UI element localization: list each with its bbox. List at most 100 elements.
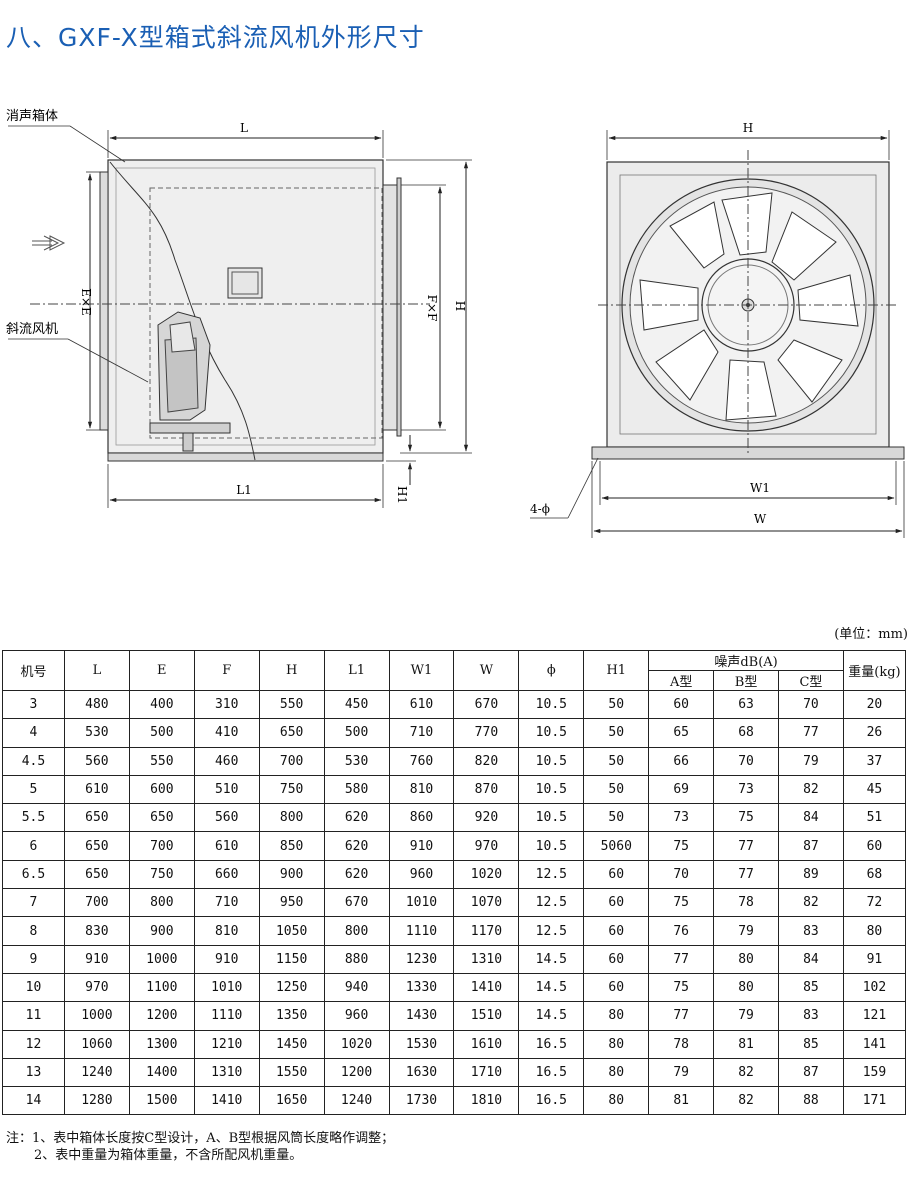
table-cell: 1510 bbox=[453, 1001, 520, 1031]
table-cell: 1350 bbox=[258, 1001, 325, 1031]
table-cell: 1000 bbox=[128, 944, 195, 974]
table-cell: 81 bbox=[648, 1086, 715, 1116]
table-cell: 1020 bbox=[453, 859, 520, 890]
table-cell: 4 bbox=[2, 718, 65, 748]
table-cell: 12.5 bbox=[518, 916, 585, 946]
note-1: 注：1、表中箱体长度按C型设计，A、B型根据风筒长度略作调整； bbox=[6, 1131, 395, 1146]
table-cell: 85 bbox=[778, 972, 844, 1003]
table-cell: 1110 bbox=[388, 916, 455, 946]
table-cell: 83 bbox=[778, 916, 844, 946]
table-cell: 84 bbox=[778, 803, 844, 833]
table-cell: 60 bbox=[583, 916, 650, 946]
dim-L1-label: L1 bbox=[236, 483, 252, 497]
table-cell: 37 bbox=[842, 746, 907, 776]
col-header-L: L bbox=[63, 650, 130, 691]
table-cell: 910 bbox=[63, 944, 130, 974]
table-cell: 560 bbox=[193, 803, 260, 833]
table-cell: 1310 bbox=[193, 1057, 260, 1088]
table-cell: 970 bbox=[63, 972, 130, 1003]
table-cell: 50 bbox=[583, 718, 650, 748]
table-cell: 16.5 bbox=[518, 1086, 585, 1116]
dim-F-label: F×F bbox=[425, 295, 439, 322]
table-cell: 50 bbox=[583, 774, 650, 805]
dim-E-label: E×E bbox=[79, 288, 93, 316]
table-cell: 960 bbox=[388, 859, 455, 890]
table-cell: 700 bbox=[258, 746, 325, 776]
table-cell: 750 bbox=[258, 774, 325, 805]
table-cell: 1100 bbox=[128, 972, 195, 1003]
table-cell: 12 bbox=[2, 1029, 65, 1059]
table-cell: 83 bbox=[778, 1001, 844, 1031]
table-cell: 480 bbox=[63, 689, 130, 720]
table-cell: 102 bbox=[842, 972, 907, 1003]
table-cell: 1250 bbox=[258, 972, 325, 1003]
table-cell: 60 bbox=[583, 944, 650, 974]
table-cell: 670 bbox=[453, 689, 520, 720]
table-cell: 1070 bbox=[453, 888, 520, 918]
table-cell: 87 bbox=[778, 831, 844, 861]
table-cell: 60 bbox=[583, 859, 650, 890]
table-cell: 68 bbox=[842, 859, 907, 890]
table-cell: 1230 bbox=[388, 944, 455, 974]
table-cell: 800 bbox=[323, 916, 390, 946]
table-cell: 870 bbox=[453, 774, 520, 805]
table-cell: 70 bbox=[713, 746, 779, 776]
table-cell: 65 bbox=[648, 718, 715, 748]
table-cell: 11 bbox=[2, 1001, 65, 1031]
col-header-H1: H1 bbox=[583, 650, 650, 691]
table-cell: 510 bbox=[193, 774, 260, 805]
table-cell: 73 bbox=[713, 774, 779, 805]
col-header-L1: L1 bbox=[323, 650, 390, 691]
table-cell: 10.5 bbox=[518, 689, 585, 720]
table-cell: 620 bbox=[323, 859, 390, 890]
table-cell: 14 bbox=[2, 1086, 65, 1116]
table-cell: 610 bbox=[63, 774, 130, 805]
table-cell: 84 bbox=[778, 944, 844, 974]
table-cell: 450 bbox=[323, 689, 390, 720]
table-cell: 60 bbox=[842, 831, 907, 861]
table-cell: 9 bbox=[2, 944, 65, 974]
table-cell: 14.5 bbox=[518, 1001, 585, 1031]
table-cell: 830 bbox=[63, 916, 130, 946]
table-cell: 820 bbox=[453, 746, 520, 776]
table-cell: 1710 bbox=[453, 1057, 520, 1088]
table-cell: 75 bbox=[648, 831, 715, 861]
table-cell: 75 bbox=[713, 803, 779, 833]
table-cell: 82 bbox=[778, 774, 844, 805]
table-cell: 80 bbox=[583, 1057, 650, 1088]
col-header-H: H bbox=[258, 650, 325, 691]
table-cell: 1810 bbox=[453, 1086, 520, 1116]
table-cell: 560 bbox=[63, 746, 130, 776]
table-cell: 10.5 bbox=[518, 831, 585, 861]
table-cell: 76 bbox=[648, 916, 715, 946]
table-cell: 1210 bbox=[193, 1029, 260, 1059]
table-cell: 1010 bbox=[193, 972, 260, 1003]
table-cell: 77 bbox=[648, 944, 715, 974]
front-view: H W1 W 4-ϕ bbox=[530, 121, 905, 538]
table-cell: 960 bbox=[323, 1001, 390, 1031]
col-header-F: F bbox=[193, 650, 260, 691]
table-cell: 4.5 bbox=[2, 746, 65, 776]
table-cell: 1150 bbox=[258, 944, 325, 974]
table-cell: 1400 bbox=[128, 1057, 195, 1088]
table-cell: 79 bbox=[713, 916, 779, 946]
table-cell: 13 bbox=[2, 1057, 65, 1088]
table-cell: 1430 bbox=[388, 1001, 455, 1031]
col-header-noise: 噪声dB(A) bbox=[648, 650, 844, 671]
table-cell: 7 bbox=[2, 888, 65, 918]
table-cell: 82 bbox=[778, 888, 844, 918]
table-cell: 6 bbox=[2, 831, 65, 861]
table-cell: 1410 bbox=[453, 972, 520, 1003]
table-cell: 670 bbox=[323, 888, 390, 918]
dimension-drawing: L L1 E×E F×F H H1 消声箱体 斜流风机 bbox=[0, 90, 910, 560]
table-cell: 660 bbox=[193, 859, 260, 890]
table-cell: 650 bbox=[63, 859, 130, 890]
